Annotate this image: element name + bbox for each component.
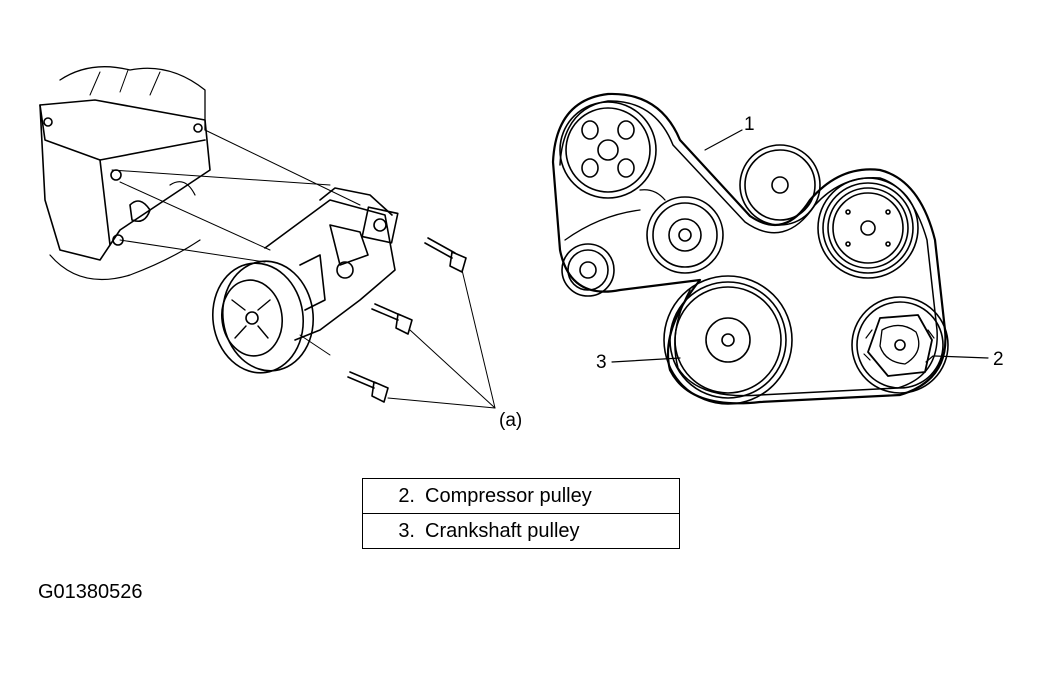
idler-pulley bbox=[739, 144, 821, 226]
bolt bbox=[424, 237, 467, 273]
crankshaft-pulley bbox=[663, 275, 793, 405]
bolt bbox=[371, 303, 413, 335]
legend-text: Compressor pulley bbox=[425, 484, 592, 507]
pulley bbox=[559, 101, 657, 199]
legend-row: 2. Compressor pulley bbox=[362, 478, 680, 514]
legend-number: 2. bbox=[398, 484, 415, 507]
idler-pulley bbox=[646, 196, 724, 274]
callout-bolts: (a) bbox=[499, 410, 523, 431]
legend-row: 3. Crankshaft pulley bbox=[362, 513, 680, 549]
compressor-assembly-illustration bbox=[39, 66, 496, 409]
figure-code: G01380526 bbox=[38, 581, 143, 603]
pulley bbox=[817, 177, 919, 279]
legend-text: Crankshaft pulley bbox=[425, 519, 580, 542]
callout-compressor-pulley: 2 bbox=[993, 349, 1004, 370]
bolt bbox=[347, 371, 389, 403]
legend-table: 2. Compressor pulley 3. Crankshaft pulley bbox=[362, 478, 680, 549]
tensioner-pulley bbox=[561, 243, 615, 297]
callout-crankshaft-pulley: 3 bbox=[596, 352, 607, 373]
belt-routing bbox=[551, 92, 989, 405]
callout-belt: 1 bbox=[744, 114, 755, 135]
compressor-pulley bbox=[851, 296, 949, 394]
legend-number: 3. bbox=[398, 519, 415, 542]
belt bbox=[551, 92, 947, 405]
